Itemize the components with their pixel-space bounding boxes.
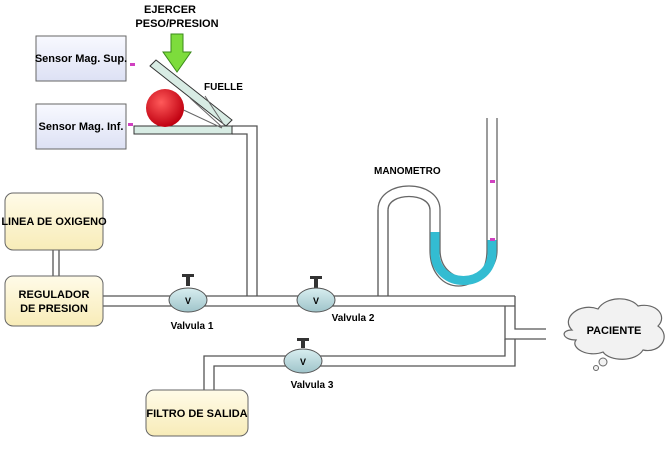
bellows-label: FUELLE xyxy=(204,82,243,93)
pipe-bellows xyxy=(232,125,258,296)
bellows xyxy=(133,59,233,135)
valve-2-symbol: V xyxy=(313,296,319,306)
valve-3: V xyxy=(283,338,323,374)
patient-cloud: PACIENTE xyxy=(563,298,665,371)
oxygen-line-box: LINEA DE OXIGENO xyxy=(1,192,107,251)
valve-3-label: Valvula 3 xyxy=(291,380,334,391)
valve-3-symbol: V xyxy=(300,357,306,367)
bellows-base-plate xyxy=(133,125,233,135)
sensor-upper-marker xyxy=(130,63,135,66)
output-filter-label: FILTRO DE SALIDA xyxy=(146,408,247,420)
sensor-upper-label: Sensor Mag. Sup. xyxy=(35,53,127,65)
sensor-upper: Sensor Mag. Sup. xyxy=(35,35,135,82)
pipe-patient-upper xyxy=(514,296,546,330)
pipe-patient-lower xyxy=(504,306,546,340)
patient-label: PACIENTE xyxy=(587,325,642,337)
manometer-marker-top xyxy=(490,180,495,183)
pressure-regulator-box: REGULADOR DE PRESION xyxy=(4,275,104,327)
bellows-top-plate xyxy=(149,59,233,127)
output-filter-box: FILTRO DE SALIDA xyxy=(145,389,249,437)
valve-2-label: Valvula 2 xyxy=(332,313,375,324)
manometer-marker-level xyxy=(490,238,495,241)
pipe-return-lower xyxy=(213,339,516,390)
manometer-label: MANOMETRO xyxy=(374,166,441,177)
pressure-label-line2: PESO/PRESION xyxy=(135,18,218,30)
regulator-label-line2: DE PRESION xyxy=(20,303,88,315)
valve-1-symbol: V xyxy=(185,296,191,306)
sensor-lower: Sensor Mag. Inf. xyxy=(35,103,133,150)
arrow-down-icon xyxy=(162,33,192,73)
valve-1-label: Valvula 1 xyxy=(171,321,214,332)
sensor-lower-label: Sensor Mag. Inf. xyxy=(39,121,124,133)
manometer xyxy=(377,118,498,287)
regulator-label-line1: REGULADOR xyxy=(19,289,90,301)
bellows-ball xyxy=(146,89,184,127)
sensor-lower-marker xyxy=(128,123,133,126)
oxygen-line-label: LINEA DE OXIGENO xyxy=(1,216,107,228)
pipe-bellows-inner xyxy=(232,133,248,296)
pressure-label-line1: EJERCER xyxy=(144,4,196,16)
pressure-arrow xyxy=(162,33,192,73)
valve-2: V xyxy=(296,276,336,313)
pipe-return-upper xyxy=(203,339,506,390)
valve-1: V xyxy=(168,274,208,313)
manometer-fluid xyxy=(430,232,497,285)
